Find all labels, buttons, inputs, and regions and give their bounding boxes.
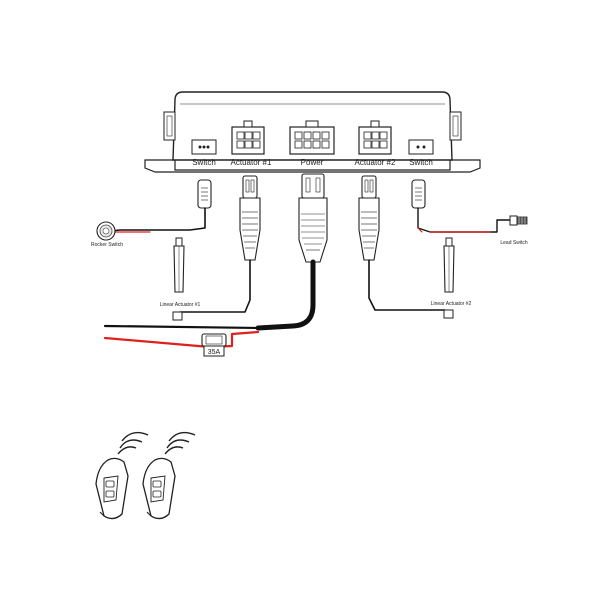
port-actuator-2	[358, 120, 392, 155]
remote-control-icon	[95, 431, 149, 520]
port-label-switch-left: Switch	[192, 158, 216, 167]
linear-actuator-2	[443, 237, 455, 319]
lead-switch	[509, 215, 528, 226]
linear-actuator-2-label: Linear Actuator #2	[431, 301, 472, 307]
port-actuator-1	[231, 120, 265, 155]
switch-left-plug	[197, 179, 212, 209]
rocker-switch-label: Rocker Switch	[91, 242, 123, 248]
actuator-2-plug	[358, 175, 380, 261]
rocker-switch	[96, 221, 116, 241]
switch-right-plug	[411, 179, 426, 209]
power-plug	[298, 173, 328, 263]
actuator-1-plug	[239, 175, 261, 261]
wires	[103, 207, 511, 349]
fuse-label: 35A	[208, 349, 221, 356]
port-switch-right	[408, 139, 434, 155]
lead-switch-label: Lead Switch	[500, 240, 527, 246]
fuse-holder	[201, 333, 227, 357]
port-label-actuator-2: Actuator #2	[355, 158, 396, 167]
remote-control-icon	[142, 431, 196, 520]
linear-actuator-1	[172, 237, 185, 321]
port-switch-left	[191, 139, 217, 155]
port-power	[289, 120, 335, 155]
port-label-power: Power	[301, 158, 324, 167]
linear-actuator-1-label: Linear Actuator #1	[160, 302, 201, 308]
port-label-actuator-1: Actuator #1	[231, 158, 272, 167]
port-label-switch-right: Switch	[409, 158, 433, 167]
